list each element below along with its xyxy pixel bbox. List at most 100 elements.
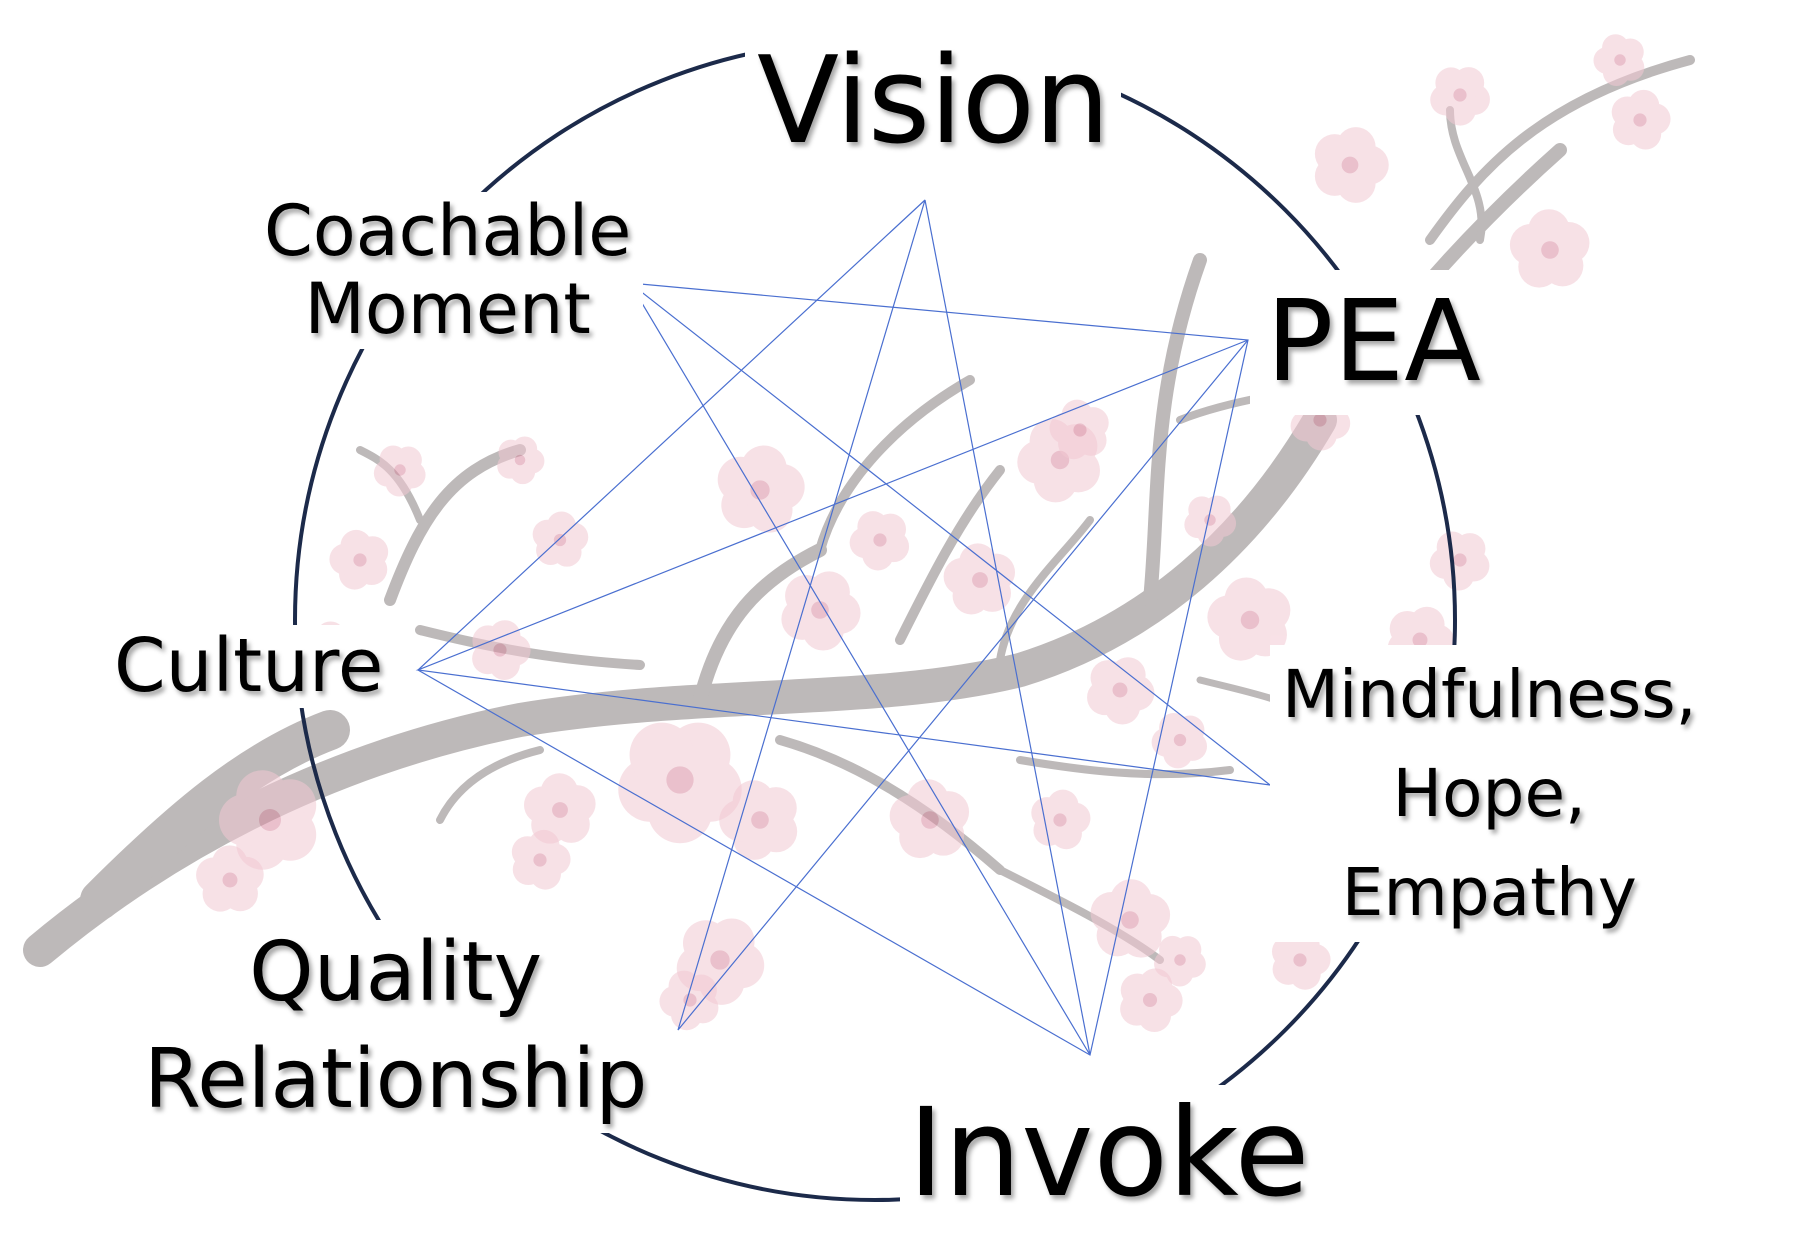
blossom-flower <box>1154 935 1206 987</box>
blossom-flower <box>1593 34 1645 87</box>
blossom-center <box>259 809 281 831</box>
blossom-flower <box>1031 789 1091 850</box>
vision-text: Vision <box>757 32 1110 171</box>
blossom-center <box>1174 954 1186 966</box>
blossom-center <box>552 802 568 818</box>
cherry-blossom-branch-illustration <box>23 34 1695 1033</box>
blossom-flower <box>1314 127 1389 203</box>
blossom-flower <box>1049 399 1109 460</box>
label-vision: Vision <box>745 32 1122 171</box>
blossom-center <box>1614 54 1626 66</box>
blossom-flower <box>497 436 545 485</box>
blossom-petal <box>1639 103 1671 135</box>
culture-text: Culture <box>114 623 384 709</box>
blossom-center <box>1412 632 1428 648</box>
blossom-flower <box>329 529 389 590</box>
mindfulness-text-line-1: Mindfulness, <box>1282 656 1697 733</box>
blossom-petal <box>329 543 361 575</box>
blossom-flower <box>196 845 264 912</box>
blossom-center <box>1112 682 1128 698</box>
blossom-center <box>1293 953 1307 967</box>
blossom-center <box>1541 241 1559 259</box>
blossom-flower <box>1271 929 1331 990</box>
blossom-center <box>1453 553 1467 567</box>
blossom-center <box>1073 423 1087 437</box>
blossom-flower <box>373 445 426 497</box>
blossom-flower <box>618 722 742 844</box>
quality-text-line-1: Quality <box>249 925 543 1020</box>
blossom-flower <box>1430 67 1490 126</box>
blossom-center <box>710 950 730 970</box>
label-invoke: Invoke <box>900 1085 1318 1222</box>
blossom-center <box>683 993 697 1007</box>
blossom-center <box>353 553 367 567</box>
blossom-center <box>1240 610 1260 630</box>
mindfulness-text-line-3: Empathy <box>1341 854 1637 931</box>
blossom-center <box>811 601 829 619</box>
blossom-petal <box>196 857 232 893</box>
blossom-flower <box>659 970 719 1031</box>
blossom-center <box>222 872 238 888</box>
blossom-flower <box>781 571 861 651</box>
star-connection-lines <box>415 199 1273 1056</box>
blossom-flower <box>219 770 317 870</box>
mindfulness-text-line-2: Hope, <box>1392 755 1587 832</box>
blossom-flower <box>1087 657 1155 725</box>
coachable-text-line-1: Coachable <box>264 190 632 272</box>
blossom-petal <box>1154 950 1182 978</box>
blossom-petal <box>802 608 844 651</box>
blossom-flower <box>889 779 970 859</box>
label-coachable-moment: Coachable Moment <box>252 190 644 351</box>
blossom-flower <box>511 829 571 890</box>
blossom-center <box>1142 992 1158 1008</box>
blossom-petal <box>219 794 271 846</box>
blossom-flower <box>1151 712 1208 769</box>
label-pea: PEA <box>1250 270 1497 416</box>
blossom-petal <box>528 829 560 862</box>
blossom-flower <box>1429 531 1490 591</box>
blossom-center <box>873 533 887 547</box>
blossom-center <box>1633 113 1647 127</box>
blossom-petal <box>540 773 579 811</box>
blossom-center <box>553 533 567 547</box>
label-mindfulness-hope-empathy: Mindfulness, Hope, Empathy <box>1270 645 1709 942</box>
coachable-text-line-2: Moment <box>304 268 591 351</box>
blossom-petal <box>1336 127 1376 167</box>
blossom-center <box>751 811 769 829</box>
blossom-center <box>921 811 939 829</box>
blossom-center <box>514 454 526 466</box>
blossom-center <box>1053 813 1067 827</box>
blossom-petal <box>373 459 401 487</box>
pea-text: PEA <box>1266 277 1481 407</box>
blossom-center <box>666 766 694 794</box>
blossom-flower <box>532 511 589 567</box>
blossom-flower <box>943 543 1016 615</box>
blossom-flower <box>1611 89 1671 150</box>
label-culture: Culture <box>102 623 396 709</box>
blossom-center <box>1341 156 1359 174</box>
label-quality-relationship: Quality Relationship <box>132 920 660 1134</box>
blossom-center <box>533 853 547 867</box>
blossom-petal <box>1319 407 1351 439</box>
blossom-flower <box>1090 879 1171 958</box>
blossom-center <box>972 572 988 588</box>
blossom-petal <box>1547 222 1590 264</box>
blossom-center <box>1173 733 1187 747</box>
blossom-center <box>493 643 507 657</box>
star-polygon <box>415 199 1273 1056</box>
blossom-petal <box>1119 675 1155 711</box>
blossom-center <box>1204 514 1216 526</box>
blossom-center <box>750 480 770 500</box>
blossom-flower <box>717 445 805 533</box>
invoke-text: Invoke <box>908 1082 1310 1224</box>
blossom-center <box>1313 413 1327 427</box>
blossom-center <box>394 464 406 476</box>
blossom-center <box>1453 88 1467 102</box>
quality-text-line-2: Relationship <box>144 1031 648 1127</box>
blossom-petal <box>1059 802 1091 834</box>
blossom-petal <box>862 539 894 571</box>
star-inner-lines <box>416 199 1249 1056</box>
blossom-center <box>1121 911 1139 929</box>
